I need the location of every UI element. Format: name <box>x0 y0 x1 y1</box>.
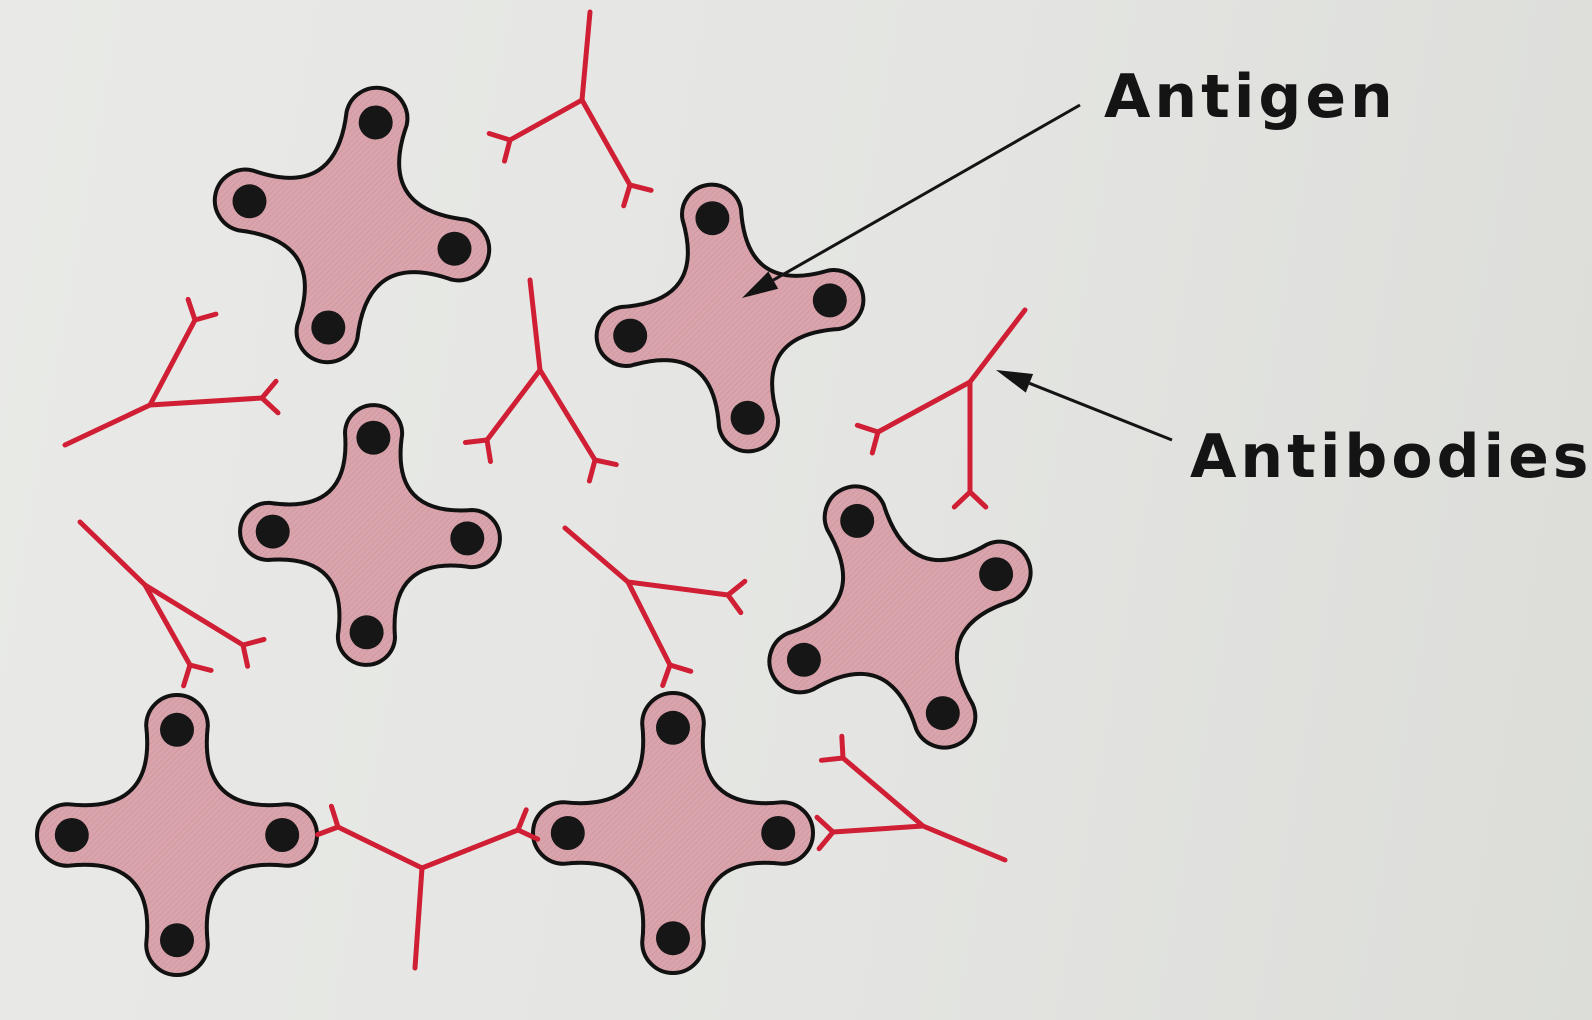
binding-site-dot <box>350 615 384 649</box>
binding-site-dot <box>356 421 390 455</box>
antigen-icon <box>597 185 864 452</box>
binding-site-dot <box>813 283 847 317</box>
antigen-icon <box>769 486 1030 747</box>
antigen-icon <box>37 695 317 975</box>
antibody-icon <box>817 736 1005 860</box>
binding-site-dot <box>233 184 267 218</box>
binding-site-dot <box>979 557 1013 591</box>
antibody-icon <box>65 299 278 445</box>
binding-site-dot <box>265 818 299 852</box>
antibody-icon <box>465 280 616 481</box>
binding-site-dot <box>438 232 472 266</box>
antigen-label: Antigen <box>1104 62 1397 132</box>
binding-site-dot <box>256 515 290 549</box>
antibody-icon <box>857 310 1025 507</box>
antibody-icon <box>489 12 651 206</box>
binding-site-dot <box>311 311 345 345</box>
antibody-icon <box>318 806 538 968</box>
binding-site-dot <box>55 818 89 852</box>
binding-site-dot <box>731 401 765 435</box>
binding-site-dot <box>160 713 194 747</box>
binding-site-dot <box>450 521 484 555</box>
binding-site-dot <box>926 696 960 730</box>
binding-site-dot <box>160 923 194 957</box>
binding-site-dot <box>695 201 729 235</box>
binding-site-dot <box>551 816 585 850</box>
antibodies-label: Antibodies <box>1190 422 1592 492</box>
antigen-icon <box>240 405 500 665</box>
antigen-icon <box>533 693 813 973</box>
antibody-icon <box>565 528 745 686</box>
binding-site-dot <box>787 643 821 677</box>
binding-site-dot <box>840 504 874 538</box>
binding-site-dot <box>656 711 690 745</box>
binding-site-dot <box>656 921 690 955</box>
antibodies-pointer-arrow-icon <box>996 370 1172 440</box>
antigen-pointer-arrow-icon <box>742 105 1080 298</box>
binding-site-dot <box>613 319 647 353</box>
antibody-icon <box>80 522 264 686</box>
binding-site-dot <box>359 106 393 140</box>
antigen-icon <box>215 88 489 362</box>
binding-site-dot <box>761 816 795 850</box>
